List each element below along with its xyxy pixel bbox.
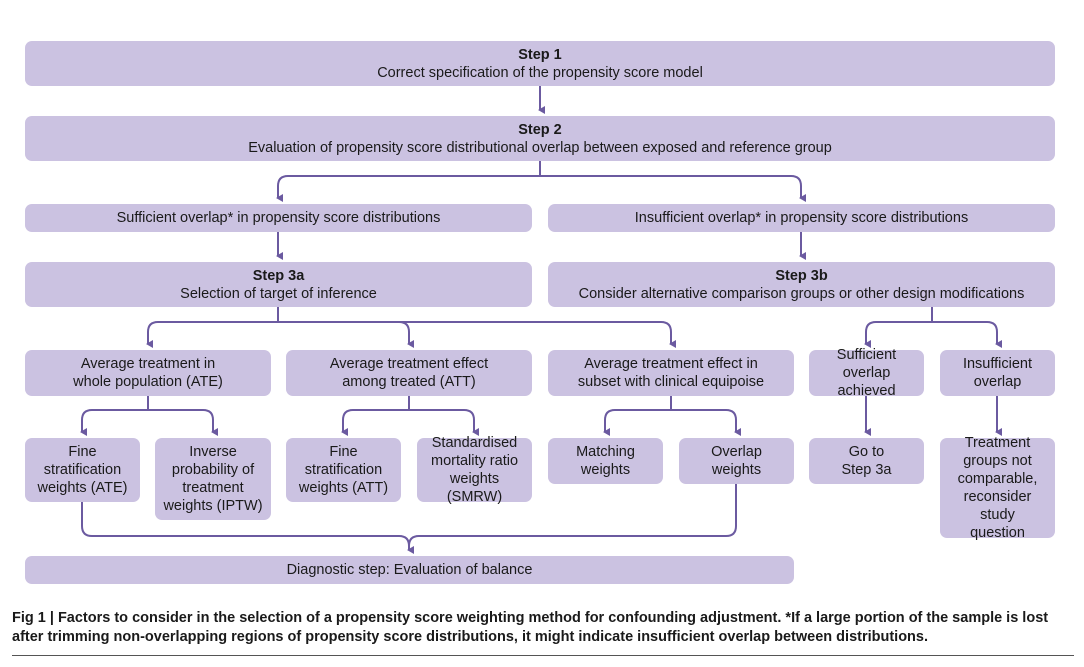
overlap-weights-box: Overlap weights	[679, 438, 794, 484]
figure-caption: Fig 1 | Factors to consider in the selec…	[12, 610, 1049, 645]
fine-stratification-att-box: Fine stratification weights (ATT)	[286, 438, 401, 502]
flowchart: Step 1 Correct specification of the prop…	[25, 41, 1055, 584]
connector-arrow	[146, 321, 278, 348]
connector-arrow	[932, 321, 1002, 348]
matching-weights-box: Matching weights	[548, 438, 663, 484]
connector-arrow	[409, 409, 479, 436]
smrw-text: Standardised mortality ratio weights (SM…	[430, 435, 519, 505]
insufficient-overlap-text: Insufficient overlap* in propensity scor…	[634, 210, 969, 226]
connector-arrow	[148, 409, 218, 436]
step3b-box: Step 3b Consider alternative comparison …	[548, 262, 1055, 307]
step1-title: Step 1	[518, 46, 562, 63]
matching-weights-text: Matching weights	[576, 444, 635, 478]
equipoise-box: Average treatment effect in subset with …	[548, 350, 794, 396]
step2-title: Step 2	[518, 121, 562, 138]
sufficient-achieved-text: Sufficient overlap achieved	[836, 347, 897, 399]
overlap-weights-text: Overlap weights	[711, 444, 762, 478]
caption-divider	[12, 655, 1074, 656]
step1-box: Step 1 Correct specification of the prop…	[25, 41, 1055, 86]
sufficient-achieved-box: Sufficient overlap achieved	[809, 347, 924, 399]
not-comparable-box: Treatment groups not comparable, reconsi…	[940, 435, 1055, 541]
fine-stratification-att-text: Fine stratification weights (ATT)	[298, 444, 389, 496]
step3a-title: Step 3a	[252, 267, 305, 284]
diagnostic-step-text: Diagnostic step: Evaluation of balance	[286, 562, 533, 578]
insufficient-overlap-small-text: Insufficient overlap	[962, 356, 1033, 390]
connector-arrow	[603, 409, 671, 436]
step3a-text: Selection of target of inference	[180, 285, 377, 302]
diagnostic-step-box: Diagnostic step: Evaluation of balance	[25, 556, 794, 584]
step3b-text: Consider alternative comparison groups o…	[578, 285, 1025, 302]
connector-arrow	[864, 321, 932, 348]
step1-text: Correct specification of the propensity …	[377, 64, 703, 81]
iptw-text: Inverse probability of treatment weights…	[163, 444, 263, 514]
connector-lines	[80, 86, 1002, 554]
fine-stratification-ate-box: Fine stratification weights (ATE)	[25, 438, 140, 502]
connector-line	[408, 484, 737, 547]
step2-text: Evaluation of propensity score distribut…	[248, 139, 832, 156]
iptw-box: Inverse probability of treatment weights…	[155, 438, 271, 520]
att-box: Average treatment effect among treated (…	[286, 350, 532, 396]
connector-arrow	[671, 409, 741, 436]
att-text: Average treatment effect among treated (…	[329, 356, 489, 390]
connector-arrow	[540, 175, 806, 202]
ate-box: Average treatment in whole population (A…	[25, 350, 271, 396]
connector-arrow	[278, 321, 414, 348]
connector-arrow	[80, 409, 148, 436]
not-comparable-text: Treatment groups not comparable, reconsi…	[957, 435, 1038, 541]
connector-arrow	[81, 502, 414, 554]
ate-text: Average treatment in whole population (A…	[73, 356, 223, 390]
step3b-title: Step 3b	[775, 267, 828, 284]
connector-arrow	[276, 175, 540, 202]
fine-stratification-ate-text: Fine stratification weights (ATE)	[37, 444, 128, 496]
step2-box: Step 2 Evaluation of propensity score di…	[25, 116, 1055, 161]
insufficient-overlap-box: Insufficient overlap* in propensity scor…	[548, 204, 1055, 232]
insufficient-overlap-small-box: Insufficient overlap	[940, 350, 1055, 396]
equipoise-text: Average treatment effect in subset with …	[577, 356, 765, 390]
sufficient-overlap-box: Sufficient overlap* in propensity score …	[25, 204, 532, 232]
smrw-box: Standardised mortality ratio weights (SM…	[417, 435, 532, 505]
go-to-step3a-box: Go to Step 3a	[809, 438, 924, 484]
go-to-step3a-text: Go to Step 3a	[841, 444, 892, 478]
connector-arrow	[341, 409, 409, 436]
step3a-box: Step 3a Selection of target of inference	[25, 262, 532, 307]
connector-arrow	[278, 321, 676, 348]
sufficient-overlap-text: Sufficient overlap* in propensity score …	[116, 210, 441, 226]
